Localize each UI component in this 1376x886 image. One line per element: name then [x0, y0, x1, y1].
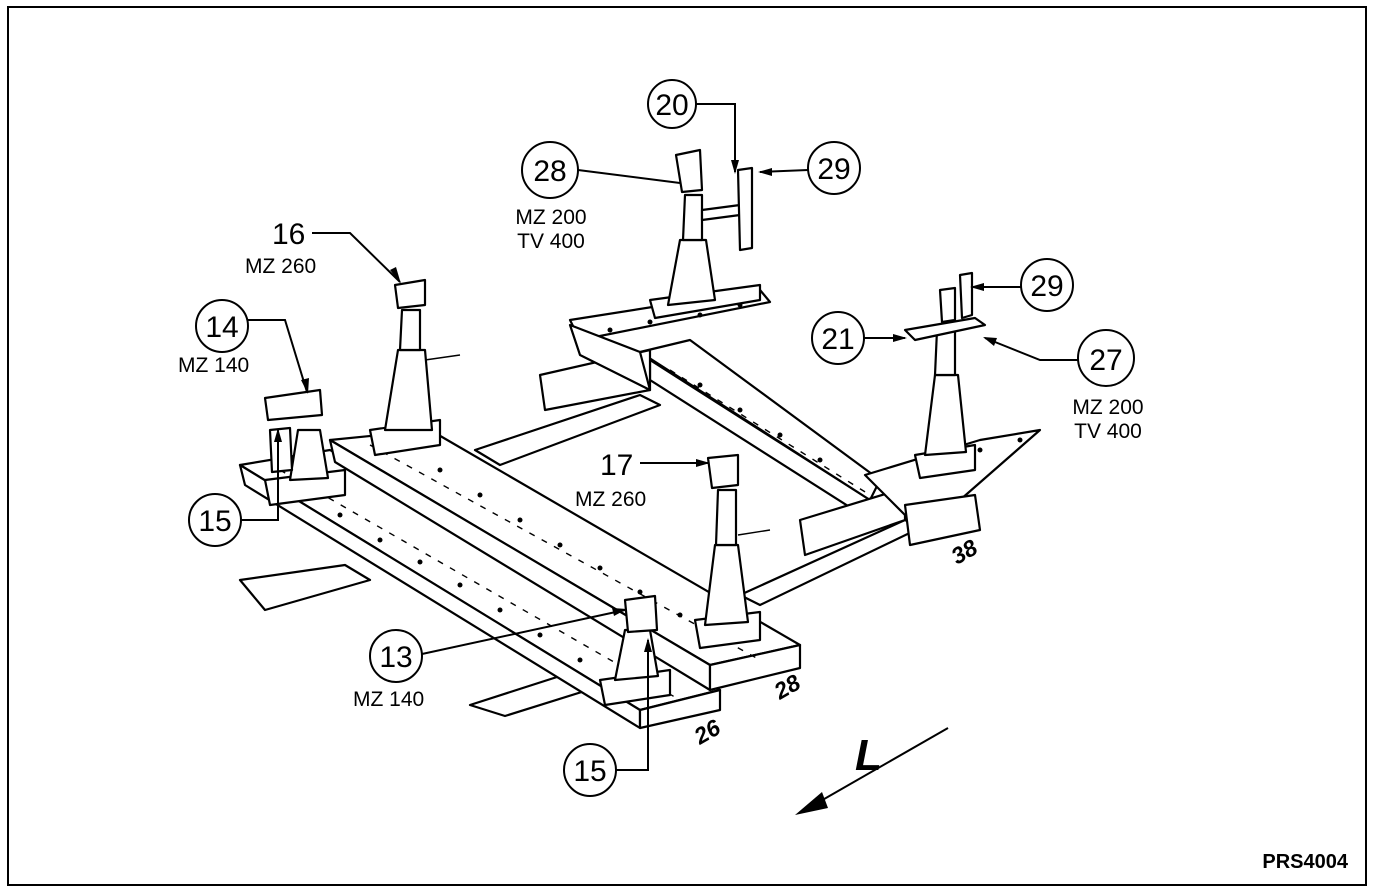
cross-rail-back: [473, 393, 662, 467]
middle-beam-centerline: [369, 444, 761, 661]
callout-13: 13 MZ 140: [353, 608, 627, 711]
direction-arrow-shaft: [804, 727, 949, 811]
stand-16: [368, 278, 461, 457]
cross-beam-end-right: [798, 486, 907, 557]
callout-17: 17 MZ 260: [575, 449, 710, 511]
callout-14: 14 MZ 140: [178, 299, 309, 394]
floor-plate-left: [238, 563, 372, 612]
beam-stamp-38: 38: [947, 534, 982, 569]
callout-17-sub-1: MZ 260: [575, 488, 646, 511]
cross-beam-back-joint: [568, 323, 652, 392]
jack-stands: [263, 148, 987, 707]
callout-28: 28 MZ 200 TV 400: [515, 141, 681, 253]
callout-16-sub-1: MZ 260: [245, 255, 316, 278]
callout-29-top-number: 29: [817, 153, 850, 186]
callout-20: 20: [647, 79, 739, 174]
right-beam-end: [903, 493, 982, 547]
callout-20-number: 20: [655, 89, 688, 122]
direction-arrow-icon: [795, 792, 828, 815]
back-long-beam: [648, 358, 872, 522]
callout-28-sub-2: TV 400: [517, 230, 585, 253]
callout-17-number: 17: [600, 449, 633, 482]
stand-28: [648, 148, 762, 320]
front-long-beam-end: [638, 688, 722, 730]
middle-long-beam-end: [708, 643, 802, 692]
callout-13-number: 13: [379, 641, 412, 674]
stand-17: [693, 453, 771, 650]
callout-15-left: 15: [188, 428, 282, 547]
figure-code: PRS4004: [1262, 851, 1348, 871]
stand-14: [263, 388, 347, 507]
callout-15-left-number: 15: [198, 505, 231, 538]
callout-14-number: 14: [205, 311, 238, 344]
callout-15-bottom-number: 15: [573, 755, 606, 788]
direction-indicator: L: [795, 727, 949, 815]
direction-letter: L: [855, 731, 882, 780]
beam-stamp-26: 26: [689, 714, 725, 750]
bench-frame-drawing: [238, 288, 1042, 730]
callout-13-sub-1: MZ 140: [353, 688, 424, 711]
callout-21-number: 21: [821, 323, 854, 356]
callout-29-right: 29: [970, 258, 1074, 312]
callout-27-sub-1: MZ 200: [1072, 396, 1143, 419]
callout-28-sub-1: MZ 200: [515, 206, 586, 229]
callout-29-top: 29: [758, 141, 861, 195]
callout-29-right-number: 29: [1030, 270, 1063, 303]
callout-27-number: 27: [1089, 344, 1122, 377]
callout-27-sub-2: TV 400: [1074, 420, 1142, 443]
callout-16: 16 MZ 260: [245, 218, 401, 284]
callout-28-number: 28: [533, 155, 566, 188]
callout-16-number: 16: [272, 218, 305, 251]
back-beam-centerline: [669, 369, 871, 496]
stand-27: [903, 271, 987, 480]
callout-15-bottom: 15: [563, 638, 652, 797]
callout-14-sub-1: MZ 140: [178, 354, 249, 377]
callout-27: 27 MZ 200 TV 400: [983, 329, 1144, 443]
callout-21: 21: [811, 311, 907, 365]
